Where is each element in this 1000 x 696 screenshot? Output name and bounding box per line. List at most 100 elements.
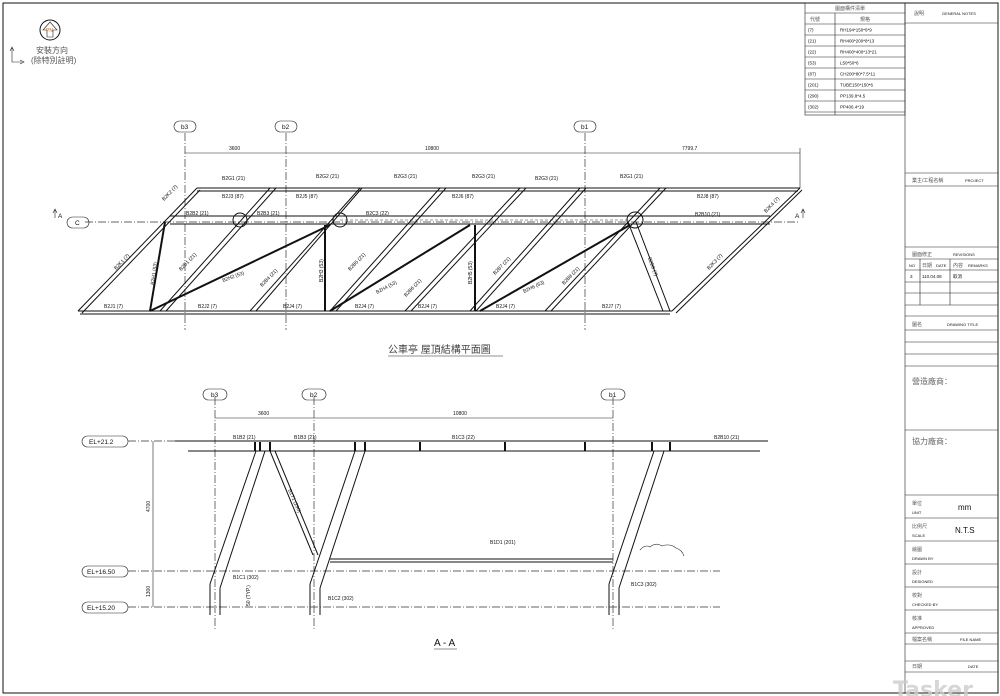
drawing-title-label: 圖名 bbox=[912, 321, 922, 328]
drawing-title-label-en: DRAWING TITLE bbox=[947, 322, 978, 327]
grid-label: b3 bbox=[181, 124, 189, 131]
title-block: 說明 GENERAL NOTES 業主/工程名稱 PROJECT 圖面修正 RE… bbox=[904, 2, 999, 694]
grid-bubble-b3: b3 bbox=[173, 120, 197, 133]
rev-col-no: NO bbox=[909, 263, 915, 268]
member-label: B2J6 (87) bbox=[452, 194, 474, 200]
member-label: B2K4 (7) bbox=[763, 196, 781, 215]
scale-label-en: SCALE bbox=[912, 533, 925, 538]
checked-label: 校對 bbox=[912, 592, 922, 599]
member-label: B2H1 (53) bbox=[150, 262, 159, 286]
member-label: B2C3 (22) bbox=[366, 211, 389, 217]
dim-50-typ: 50 (TYP.) bbox=[246, 585, 252, 606]
install-direction-label: 安裝方向 bbox=[36, 45, 68, 55]
member-label: B2J4 (7) bbox=[418, 304, 437, 310]
dim-3600: 3600 bbox=[258, 411, 269, 417]
level-marker: EL+21.2 bbox=[81, 435, 129, 448]
project-label-en: PROJECT bbox=[965, 178, 984, 183]
member-label: B2J1 (7) bbox=[104, 304, 123, 310]
grid-bubble-b1: b1 bbox=[600, 388, 626, 401]
level-marker: EL+15.20 bbox=[81, 601, 129, 614]
builder-label: 營造廠商： bbox=[912, 376, 952, 386]
member-label: B1B2 (21) bbox=[233, 435, 256, 441]
member-label: B1C2 (302) bbox=[328, 596, 354, 602]
drawn-by-label: 繪圖 bbox=[912, 546, 922, 553]
level-label: EL+16.50 bbox=[87, 569, 115, 576]
member-label: B2B2 (21) bbox=[186, 211, 209, 217]
rev-col-remarks-en: REMARKS bbox=[968, 263, 988, 268]
member-label: B2K2 (7) bbox=[161, 184, 179, 203]
member-label: B2H5 (53) bbox=[468, 261, 474, 284]
legend-code: (53) bbox=[808, 61, 817, 66]
legend-code: (87) bbox=[808, 72, 817, 77]
legend-code: (302) bbox=[808, 105, 819, 110]
member-label: B2H2 (53) bbox=[222, 270, 246, 284]
member-label: B2B10 (21) bbox=[695, 212, 721, 218]
legend-spec: PP406.4*19 bbox=[840, 105, 865, 110]
dim-7799: 7799.7 bbox=[682, 146, 698, 152]
member-label: B1C3 (302) bbox=[631, 582, 657, 588]
date-label: 日期 bbox=[912, 664, 922, 670]
legend-col-code: 代號 bbox=[810, 16, 820, 23]
legend-spec: RH194*150*6*9 bbox=[840, 28, 872, 33]
section-mark-label: A bbox=[795, 213, 800, 220]
member-label: B2J3 (87) bbox=[222, 194, 244, 200]
legend-code: (290) bbox=[808, 94, 819, 99]
member-label: B2K1 (7) bbox=[113, 253, 131, 272]
legend-spec: L50*50*6 bbox=[840, 61, 859, 66]
grid-bubble-b2: b2 bbox=[301, 388, 327, 401]
member-label: B2H6 (53) bbox=[522, 280, 545, 295]
grid-bubble-b1: b1 bbox=[573, 120, 597, 133]
dim-10800: 10800 bbox=[425, 146, 439, 152]
member-label: B2H3 (53) bbox=[319, 259, 325, 282]
revision-cloud bbox=[639, 543, 685, 557]
level-label: EL+15.20 bbox=[87, 605, 115, 612]
member-label: B2B9 (7) bbox=[646, 257, 659, 278]
grid-label: b1 bbox=[581, 124, 589, 131]
member-label: B2G1 (21) bbox=[620, 174, 643, 180]
grid-bubble-b2: b2 bbox=[274, 120, 298, 133]
date-label-en: DATE bbox=[968, 664, 979, 669]
member-label: B1C3 (22) bbox=[452, 435, 475, 441]
dim-10800: 10800 bbox=[453, 411, 467, 417]
designed-label: 設計 bbox=[912, 569, 922, 576]
member-label: B2J4 (7) bbox=[283, 304, 302, 310]
section-aa: b3 b2 b1 3600 10800 EL+21.2 EL+16.50 EL+… bbox=[81, 388, 768, 650]
member-label: B2J2 (7) bbox=[198, 304, 217, 310]
roof-plan: b3 b2 b1 C 3600 10800 7799.7 A A bbox=[52, 120, 806, 357]
dim-1300: 1300 bbox=[146, 586, 152, 597]
member-label: B1B3 (21) bbox=[294, 435, 317, 441]
legend-spec: CH200*80*7.5*11 bbox=[840, 72, 876, 77]
approved-label: 核准 bbox=[912, 615, 922, 622]
rev-col-date: 日期 bbox=[922, 263, 932, 269]
legend-code: (7) bbox=[808, 28, 814, 33]
install-note: (除特別註明) bbox=[31, 55, 77, 65]
rev-col-date-en: DATE bbox=[936, 263, 947, 268]
legend-spec: RH400*200*8*13 bbox=[840, 39, 875, 44]
member-label: B2G2 (21) bbox=[316, 174, 339, 180]
section-mark-label: A bbox=[58, 213, 63, 220]
member-label: B1D1 (201) bbox=[490, 540, 516, 546]
assist-label: 協力廠商： bbox=[912, 436, 952, 446]
rev-no: 3 bbox=[910, 274, 913, 279]
scale-label: 比例尺 bbox=[912, 523, 927, 530]
member-legend-table: 圖面構件清單 代號 規格 (7)RH194*150*6*9(21)RH400*2… bbox=[804, 2, 906, 116]
member-label: B2J4 (7) bbox=[496, 304, 515, 310]
legend-spec: PP139.8*4.5 bbox=[840, 94, 866, 99]
notes-label: 說明 bbox=[914, 10, 924, 17]
file-name-label: 檔案名稱 bbox=[912, 636, 932, 643]
rev-remarks: 取消 bbox=[953, 273, 962, 280]
watermark: Tasker bbox=[893, 678, 973, 696]
revisions-label: 圖面修正 bbox=[912, 251, 932, 258]
level-marker: EL+16.50 bbox=[81, 565, 129, 578]
member-label: B2B3 (21) bbox=[257, 211, 280, 217]
member-label: B2G1 (21) bbox=[222, 176, 245, 182]
member-label: B2B4 (21) bbox=[259, 268, 279, 289]
scale-value: N.T.S bbox=[955, 526, 975, 535]
member-label: B2G3 (21) bbox=[394, 174, 417, 180]
legend-col-spec: 規格 bbox=[860, 16, 870, 23]
legend-spec: TUBE150*150*6 bbox=[840, 83, 874, 88]
north-arrow-icon bbox=[39, 19, 61, 41]
legend-code: (201) bbox=[808, 83, 819, 88]
legend-title: 圖面構件清單 bbox=[835, 5, 865, 12]
